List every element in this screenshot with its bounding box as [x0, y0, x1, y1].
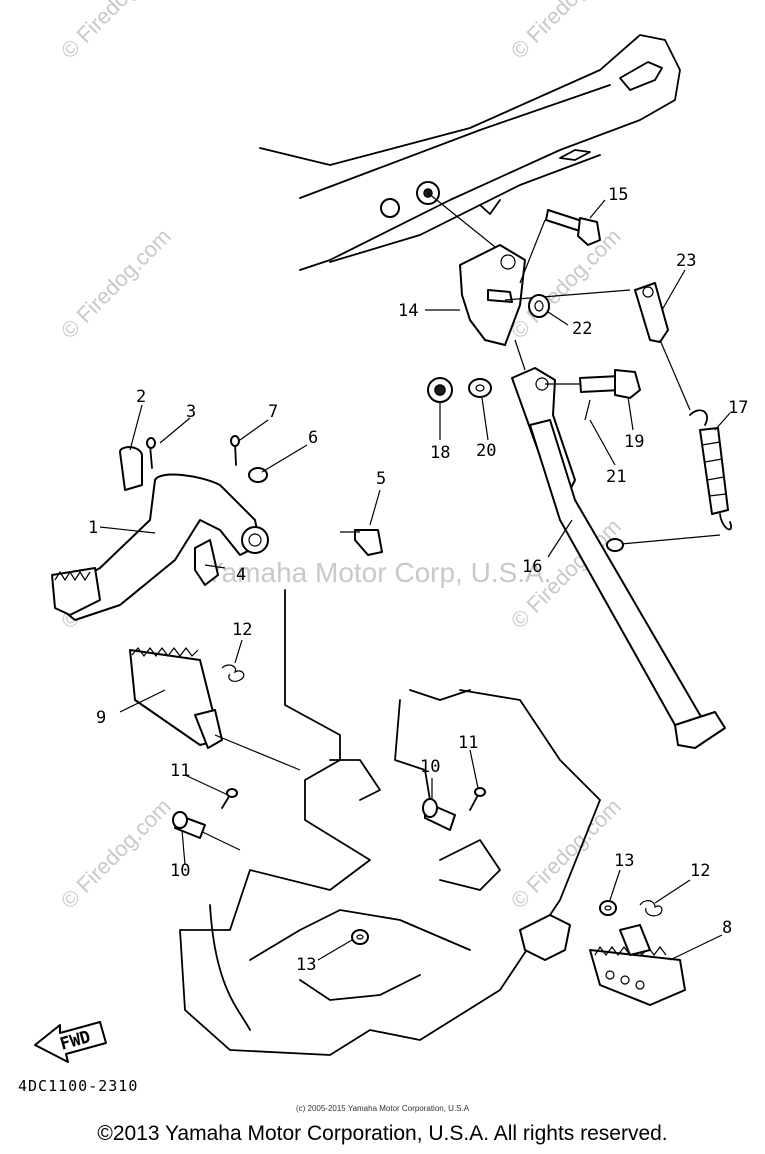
- fwd-arrow-icon: FWD: [34, 1021, 107, 1063]
- frame-top-rail: [259, 34, 681, 271]
- watermark-firedog: © Firedog.com: [506, 794, 626, 914]
- washer-13-right: [599, 900, 617, 916]
- main-copyright: ©2013 Yamaha Motor Corporation, U.S.A. A…: [97, 1122, 668, 1145]
- callout-18: 18: [430, 443, 450, 463]
- spring-12-lower: [639, 900, 663, 917]
- footrest-8: [589, 924, 686, 1006]
- pin-10-left: [172, 811, 206, 839]
- callout-20: 20: [476, 441, 496, 461]
- callout-10-left: 10: [170, 861, 190, 881]
- clevis-pin-5: [340, 529, 383, 556]
- pin-10-right: [422, 798, 456, 831]
- collar-22: [528, 294, 550, 318]
- link-plate-23: [634, 282, 691, 411]
- callout-11-right: 11: [458, 733, 478, 753]
- watermark-firedog: © Firedog.com: [56, 0, 176, 64]
- lower-frame: [179, 589, 601, 1056]
- callout-5: 5: [376, 469, 386, 489]
- callout-13-left: 13: [296, 955, 316, 975]
- cotter-11-right: [469, 787, 486, 811]
- callout-23: 23: [676, 251, 696, 271]
- cotter-11-left: [221, 788, 238, 809]
- bolt-15: [545, 209, 601, 246]
- callout-numbers: 1 2 3 4 5 6 7 8 9 10 10 11 11 12 12 13 1…: [88, 185, 748, 975]
- pin-21: [584, 399, 591, 421]
- watermark-firedog: © Firedog.com: [506, 0, 626, 64]
- callout-16: 16: [522, 557, 542, 577]
- callout-9: 9: [96, 708, 106, 728]
- footrest-9: [129, 647, 223, 749]
- callout-4: 4: [236, 565, 246, 585]
- callout-12-upper: 12: [232, 620, 252, 640]
- watermark-firedog: © Firedog.com: [506, 224, 626, 344]
- watermark-firedog: © Firedog.com: [56, 224, 176, 344]
- callout-13-right: 13: [614, 851, 634, 871]
- sidestand-bracket: [459, 219, 631, 371]
- callout-3: 3: [186, 402, 196, 422]
- cotter-pin-7: [230, 435, 240, 466]
- nut-18: [427, 377, 453, 403]
- callout-19: 19: [624, 432, 644, 452]
- watermark-center: Yamaha Motor Corp, U.S.A.: [205, 557, 552, 588]
- bolt-19: [579, 369, 641, 399]
- callout-15: 15: [608, 185, 628, 205]
- spring-17: [606, 409, 732, 552]
- brake-pedal-1: [51, 446, 269, 621]
- callout-7: 7: [268, 402, 278, 422]
- callout-12-lower: 12: [690, 861, 710, 881]
- callout-14: 14: [398, 301, 418, 321]
- callout-6: 6: [308, 428, 318, 448]
- small-copyright: (c) 2005-2015 Yamaha Motor Corporation, …: [295, 1104, 470, 1113]
- callout-10-right: 10: [420, 757, 440, 777]
- callout-22: 22: [572, 319, 592, 339]
- callout-17: 17: [728, 398, 748, 418]
- diagram-code: 4DC1100-2310: [18, 1077, 139, 1095]
- leader-lines: [99, 199, 731, 961]
- callout-1: 1: [88, 518, 98, 538]
- washer-20: [468, 378, 492, 398]
- washer-13-left: [351, 929, 369, 945]
- sidestand-16: [511, 367, 726, 749]
- watermark-firedog: © Firedog.com: [56, 794, 176, 914]
- callout-11-left: 11: [170, 761, 190, 781]
- spring-12: [221, 664, 245, 682]
- callout-2: 2: [136, 387, 146, 407]
- callout-21: 21: [606, 467, 626, 487]
- callout-8: 8: [722, 918, 732, 938]
- cotter-pin-3: [146, 437, 156, 469]
